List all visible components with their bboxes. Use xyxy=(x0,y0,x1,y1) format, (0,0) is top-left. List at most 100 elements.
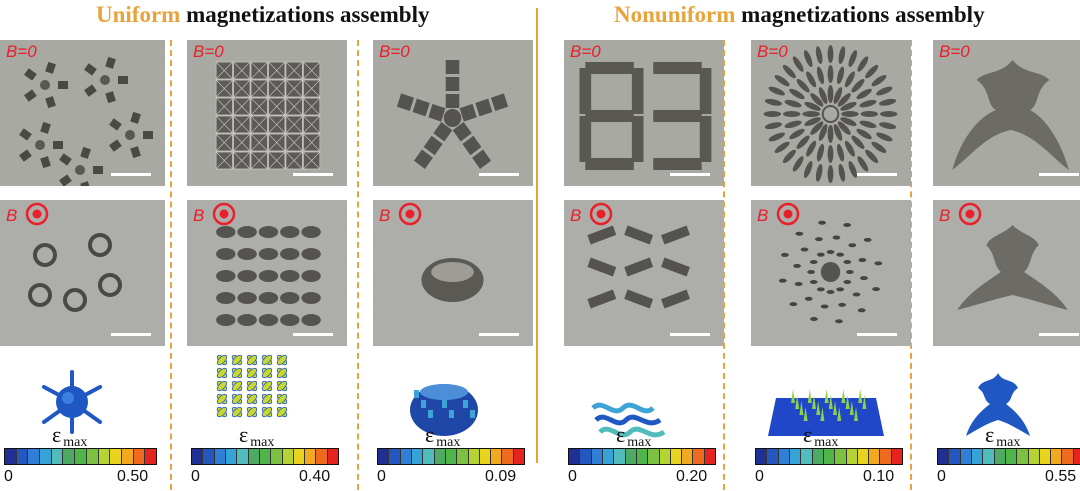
colorbar-swatch xyxy=(670,449,683,464)
photo-field-on-nonuniform-tentacle-shape: B xyxy=(933,200,1080,346)
colorbar-swatch xyxy=(614,449,626,464)
colorbar-swatch xyxy=(869,449,881,464)
colorbar xyxy=(568,448,716,465)
photo-field-off-uniform-pentagon-star: B=0 xyxy=(373,40,533,186)
colorbar-swatch xyxy=(846,449,858,464)
colorbar-swatch xyxy=(225,449,238,464)
photo-field-on-nonuniform-figure-eight: B xyxy=(564,200,724,346)
colorbar-swatch xyxy=(133,449,146,464)
colorbar-swatch xyxy=(1039,449,1052,464)
scale-bar xyxy=(479,333,519,336)
scale-bar xyxy=(1039,173,1079,176)
epsilon-subscript: max xyxy=(250,435,275,450)
colorbar-swatch xyxy=(602,449,615,464)
epsilon-subscript: max xyxy=(996,435,1021,450)
epsilon-symbol: ε xyxy=(616,422,626,447)
colorbar-max-label: 0.40 xyxy=(299,468,331,485)
colorbar-swatch xyxy=(327,449,339,464)
colorbar-swatch xyxy=(457,449,469,464)
epsilon-subscript: max xyxy=(814,435,839,450)
colorbar-swatch xyxy=(282,449,294,464)
epsilon-symbol: ε xyxy=(425,422,435,447)
epsilon-subscript: max xyxy=(627,435,652,450)
colorbar-swatch xyxy=(491,449,503,464)
colorbar-min-label: 0 xyxy=(568,468,577,485)
field-on-text: B xyxy=(6,206,18,225)
epsilon-subscript: max xyxy=(63,435,88,450)
colorbar-swatch xyxy=(121,449,134,464)
field-out-of-plane-icon xyxy=(581,202,613,231)
colorbar-min-label: 0 xyxy=(755,468,764,485)
colorbar-swatch xyxy=(1073,449,1080,464)
colorbar-swatch xyxy=(1017,449,1029,464)
colorbar-min-label: 0 xyxy=(377,468,386,485)
field-on-label: B xyxy=(193,202,236,228)
photo-field-off-uniform-grid: B=0 xyxy=(187,40,347,186)
colorbar-swatch xyxy=(704,449,716,464)
field-off-label: B=0 xyxy=(379,42,410,61)
colorbar-max-label: 0.50 xyxy=(117,468,149,485)
nonuniform-heading-rest: magnetizations assembly xyxy=(735,2,985,27)
colorbar-swatch xyxy=(971,449,984,464)
colorbar-swatch xyxy=(983,449,995,464)
field-off-label: B=0 xyxy=(939,42,970,61)
colorbar-swatch xyxy=(1028,449,1040,464)
field-on-label: B xyxy=(379,202,422,228)
scale-bar xyxy=(111,333,151,336)
specimen-image xyxy=(933,40,1080,186)
colorbar-swatch xyxy=(468,449,480,464)
colorbar-max-label: 0.10 xyxy=(863,468,895,485)
colorbar-swatch xyxy=(823,449,836,464)
field-on-text: B xyxy=(570,206,582,225)
colorbar-swatch xyxy=(237,449,249,464)
colorbar xyxy=(377,448,525,465)
colorbar-swatch xyxy=(203,449,215,464)
colorbar-swatch xyxy=(28,449,41,464)
divider-4 xyxy=(910,40,912,490)
specimen-image xyxy=(373,40,533,186)
colorbar-min-label: 0 xyxy=(4,468,13,485)
scale-bar xyxy=(293,173,333,176)
specimen-image xyxy=(373,200,533,346)
epsilon-symbol: ε xyxy=(803,422,813,447)
simulation-nonuniform-radial-petals xyxy=(766,368,886,443)
colorbar-swatch xyxy=(40,449,52,464)
field-out-of-plane-icon xyxy=(950,202,982,231)
colorbar-swatch xyxy=(648,449,660,464)
colorbar-swatch xyxy=(316,449,328,464)
colorbar-swatch xyxy=(767,449,779,464)
main-divider xyxy=(536,8,538,463)
scale-bar xyxy=(670,173,710,176)
scale-bar xyxy=(670,333,710,336)
specimen-image xyxy=(0,40,165,186)
colorbar-swatch xyxy=(423,449,435,464)
colorbar-swatch xyxy=(400,449,412,464)
colorbar-swatch xyxy=(305,449,317,464)
nonuniform-heading-highlight: Nonuniform xyxy=(614,2,736,27)
simulation-nonuniform-figure-eight xyxy=(588,378,668,453)
colorbar-swatch xyxy=(801,449,813,464)
colorbar-swatch xyxy=(756,449,768,464)
scale-bar xyxy=(1039,333,1079,336)
colorbar xyxy=(4,448,157,465)
field-off-label: B=0 xyxy=(6,42,37,61)
colorbar-swatch xyxy=(259,449,272,464)
colorbar-swatch xyxy=(214,449,226,464)
colorbar-swatch xyxy=(659,449,671,464)
colorbar-swatch xyxy=(293,449,306,464)
field-on-text: B xyxy=(193,206,205,225)
colorbar-swatch xyxy=(835,449,847,464)
colorbar-swatch xyxy=(63,449,76,464)
photo-field-off-nonuniform-radial-petals: B=0 xyxy=(751,40,911,186)
field-off-label: B=0 xyxy=(757,42,788,61)
field-on-text: B xyxy=(939,206,951,225)
scale-bar xyxy=(857,333,897,336)
colorbar-swatch xyxy=(16,449,29,464)
colorbar-max-label: 0.20 xyxy=(676,468,708,485)
specimen-image xyxy=(0,200,165,346)
